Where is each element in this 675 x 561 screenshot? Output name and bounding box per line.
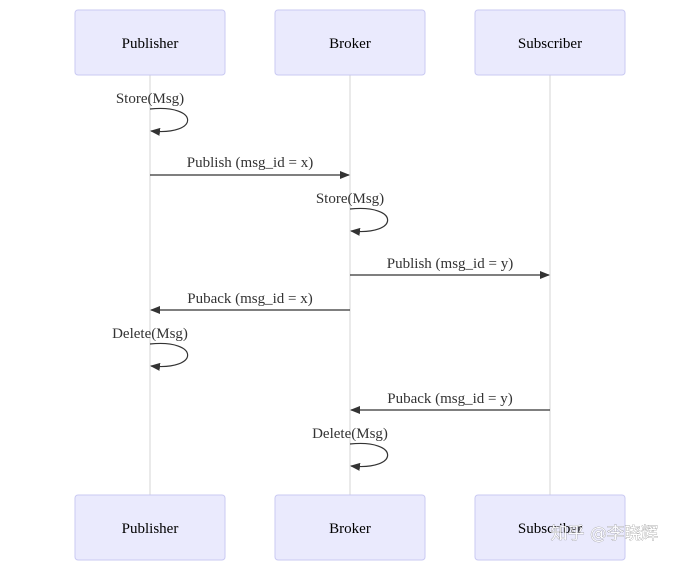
actor-publisher-bottom: Publisher	[74, 494, 226, 561]
message-label: Delete(Msg)	[312, 426, 388, 442]
actor-publisher-top-label: Publisher	[122, 36, 179, 52]
actor-subscriber-bottom: Subscriber	[474, 494, 626, 561]
watermark-text: 知乎 @李晓辉	[551, 524, 658, 544]
self-loop-arrow	[149, 342, 189, 371]
actor-subscriber-top: Subscriber	[474, 9, 626, 76]
actor-publisher-bottom-label: Publisher	[122, 521, 179, 537]
message-label: Publish (msg_id = x)	[187, 155, 313, 171]
message-label: Publish (msg_id = y)	[387, 256, 513, 272]
actor-subscriber-top-label: Subscriber	[518, 36, 582, 52]
message-broker-to-publisher-puback: Puback (msg_id = x)	[150, 291, 350, 314]
self-loop-arrow	[349, 207, 389, 236]
message-subscriber-to-broker-puback: Puback (msg_id = y)	[350, 391, 550, 414]
message-label: Puback (msg_id = y)	[387, 391, 513, 407]
actor-broker-top-label: Broker	[329, 36, 371, 52]
actor-broker-bottom-label: Broker	[329, 521, 371, 537]
message-label: Store(Msg)	[116, 91, 184, 107]
actor-broker-bottom: Broker	[274, 494, 426, 561]
self-loop-arrow	[349, 442, 389, 471]
actor-publisher-top: Publisher	[74, 9, 226, 76]
actor-broker-top: Broker	[274, 9, 426, 76]
message-label: Delete(Msg)	[112, 326, 188, 342]
message-broker-to-subscriber-publish: Publish (msg_id = y)	[350, 256, 550, 279]
actor-subscriber-bottom-label: Subscriber	[518, 521, 582, 537]
message-self-broker-store: Store(Msg)	[316, 191, 389, 236]
message-self-publisher-store: Store(Msg)	[116, 91, 189, 136]
message-publisher-to-broker-publish: Publish (msg_id = x)	[150, 155, 350, 179]
message-label: Store(Msg)	[316, 191, 384, 207]
message-label: Puback (msg_id = x)	[187, 291, 313, 307]
message-self-publisher-delete: Delete(Msg)	[112, 326, 189, 371]
self-loop-arrow	[149, 107, 189, 136]
message-self-broker-delete: Delete(Msg)	[312, 426, 389, 471]
